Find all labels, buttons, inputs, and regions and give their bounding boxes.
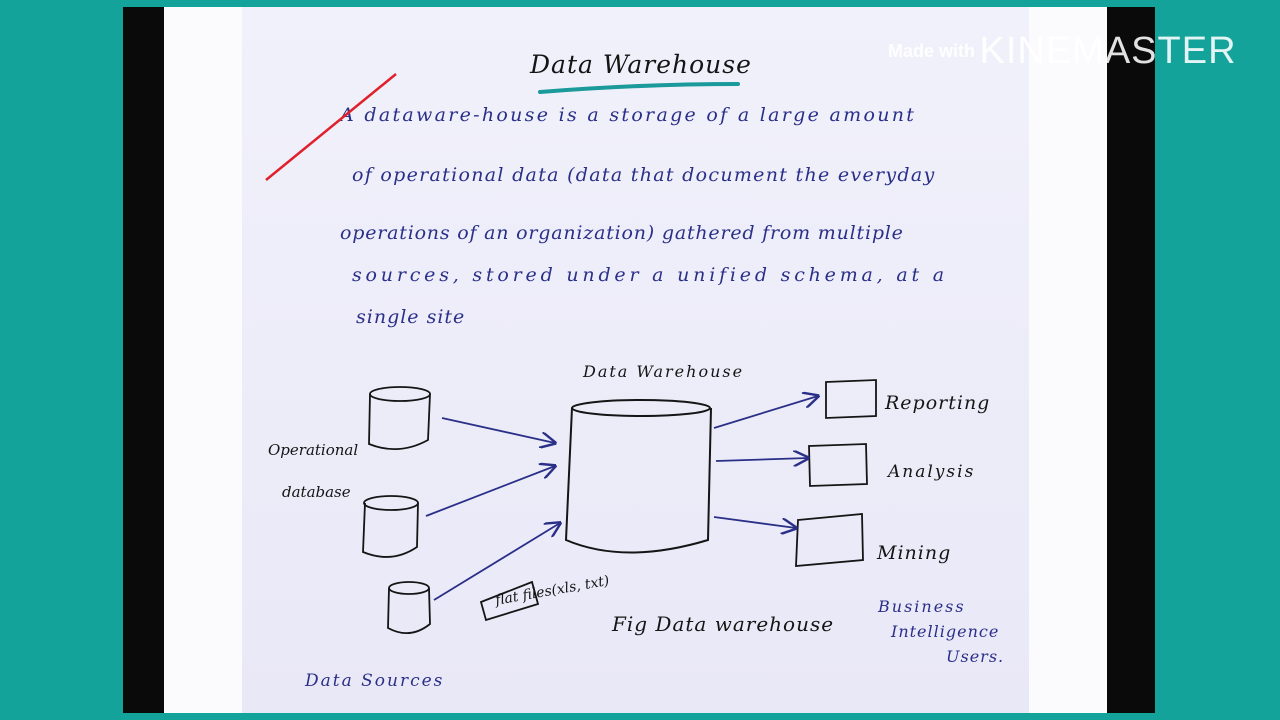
definition-line-3: operations of an organization) gathered … [340, 222, 904, 244]
db-cylinder-3 [387, 581, 431, 634]
db-cylinder-1 [368, 386, 431, 450]
arrow-warehouse-reporting [713, 396, 818, 429]
arrow-db2-warehouse [425, 466, 555, 517]
arrow-db1-warehouse [441, 417, 555, 443]
data-sources-label: Data Sources [305, 671, 445, 691]
title-underline [538, 82, 740, 94]
db-cylinder-2 [362, 495, 419, 558]
figure-caption: Fig Data warehouse [612, 612, 835, 636]
sources-label-line1: Operational [268, 441, 359, 459]
page-title: Data Warehouse [530, 50, 752, 79]
flat-file-box [479, 580, 540, 622]
reporting-box [825, 379, 877, 419]
analysis-box [808, 443, 868, 487]
output-label-reporting: Reporting [885, 392, 991, 414]
sources-label-line2: database [282, 483, 351, 501]
mining-box [795, 513, 864, 567]
watermark-brand: KINEMASTER [979, 30, 1237, 72]
bi-users-line1: Business [878, 597, 966, 616]
arrow-warehouse-analysis [715, 458, 808, 461]
bi-users-line3: Users. [946, 647, 1005, 666]
red-pen-stroke [265, 73, 397, 181]
definition-line-5: single site [356, 306, 466, 328]
bi-users-line2: Intelligence [891, 622, 1000, 641]
output-label-mining: Mining [877, 542, 952, 564]
notebook-page [242, 7, 1029, 713]
definition-line-1: A dataware-house is a storage of a large… [340, 104, 917, 126]
warehouse-cylinder [564, 399, 712, 554]
output-label-analysis: Analysis [888, 462, 976, 482]
warehouse-label: Data Warehouse [583, 362, 745, 381]
definition-line-4: sources, stored under a unified schema, … [352, 264, 948, 286]
watermark-prefix: Made with [888, 41, 976, 61]
kinemaster-watermark: Made with KINEMASTER [888, 30, 1237, 73]
arrow-db3-warehouse [433, 523, 560, 601]
arrow-warehouse-mining [713, 516, 796, 528]
definition-line-2: of operational data (data that document … [352, 164, 936, 186]
